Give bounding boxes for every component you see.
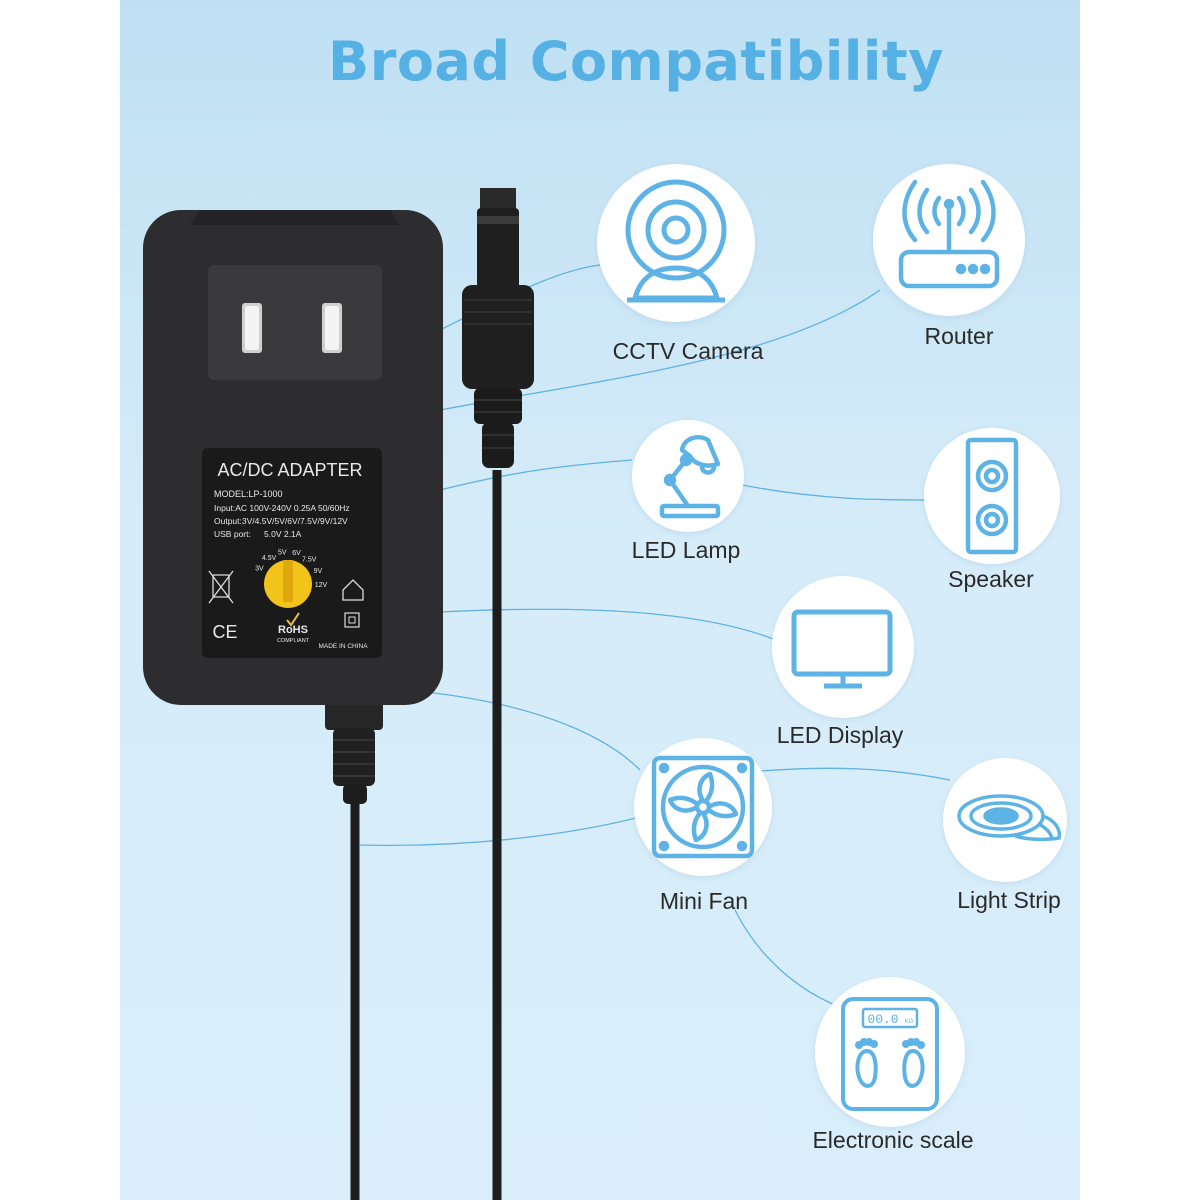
dial-label: 9V: [314, 568, 323, 575]
label-router: Router: [924, 323, 994, 349]
speaker-icon: [965, 437, 1019, 555]
monitor-icon: [791, 609, 893, 689]
fan-icon: [651, 755, 755, 859]
connector-fan-left: [359, 817, 637, 846]
double-insulation-icon: [344, 612, 360, 628]
badge-light-strip: [943, 758, 1067, 882]
desk-lamp-icon: [659, 435, 721, 519]
rohs-mark: RoHS: [278, 624, 308, 636]
dial-label: 6V: [292, 550, 301, 557]
badge-led-lamp: [632, 420, 744, 532]
adapter-model: MODEL:LP-1000: [214, 489, 283, 499]
scale-icon: 00.0 KG: [841, 997, 939, 1111]
connector-lamp: [439, 459, 633, 491]
scale-unit: KG: [905, 1019, 914, 1025]
ce-mark: CE: [212, 622, 237, 642]
connector-strip: [747, 767, 951, 781]
dc-plug: [462, 188, 534, 468]
router-icon: [898, 179, 1000, 289]
rohs-sub: COMPLIANT: [277, 638, 310, 644]
label-light-strip: Light Strip: [957, 887, 1061, 913]
label-mini-fan: Mini Fan: [659, 888, 749, 914]
label-speaker: Speaker: [948, 566, 1034, 592]
indoor-use-icon: [342, 579, 364, 601]
scale-readout: 00.0: [867, 1012, 898, 1027]
label-cctv-camera: CCTV Camera: [612, 338, 764, 364]
dial-label: 5V: [278, 550, 287, 557]
connector-speaker: [741, 484, 929, 501]
label-led-display: LED Display: [776, 722, 904, 748]
made-in: MADE IN CHINA: [318, 643, 368, 650]
badge-speaker: [924, 428, 1060, 564]
badge-electronic-scale: 00.0 KG: [815, 977, 965, 1127]
badge-router: [873, 164, 1025, 316]
badge-led-display: [772, 576, 914, 718]
cctv-camera-icon: [625, 179, 727, 303]
adapter-title: AC/DC ADAPTER: [217, 460, 362, 480]
weee-bin-icon: [208, 570, 234, 604]
rating-label: AC/DC ADAPTER MODEL:LP-1000 Input:AC 100…: [202, 448, 382, 658]
adapter-usb-label: USB port:: [214, 529, 251, 539]
light-strip-icon: [957, 794, 1062, 842]
badge-mini-fan: [634, 738, 772, 876]
dial-label: 7.5V: [302, 557, 317, 564]
dial-label: 3V: [255, 566, 264, 573]
label-led-lamp: LED Lamp: [631, 537, 741, 563]
badge-cctv-camera: [597, 164, 755, 322]
dial-label: 4.5V: [262, 555, 277, 562]
adapter-usb-value: 5.0V 2.1A: [264, 529, 302, 539]
adapter-output: Output:3V/4.5V/5V/6V/7.5V/9V/12V: [214, 516, 348, 526]
rohs-check-icon: [286, 612, 300, 627]
connector-fan-top: [404, 689, 641, 771]
headline: Broad Compatibility: [328, 30, 944, 93]
adapter-input: Input:AC 100V-240V 0.25A 50/60Hz: [214, 503, 350, 513]
strain-relief: [325, 700, 383, 804]
connector-scale: [734, 909, 836, 1006]
dial-label: 12V: [315, 582, 328, 589]
label-electronic-scale: Electronic scale: [812, 1127, 974, 1153]
